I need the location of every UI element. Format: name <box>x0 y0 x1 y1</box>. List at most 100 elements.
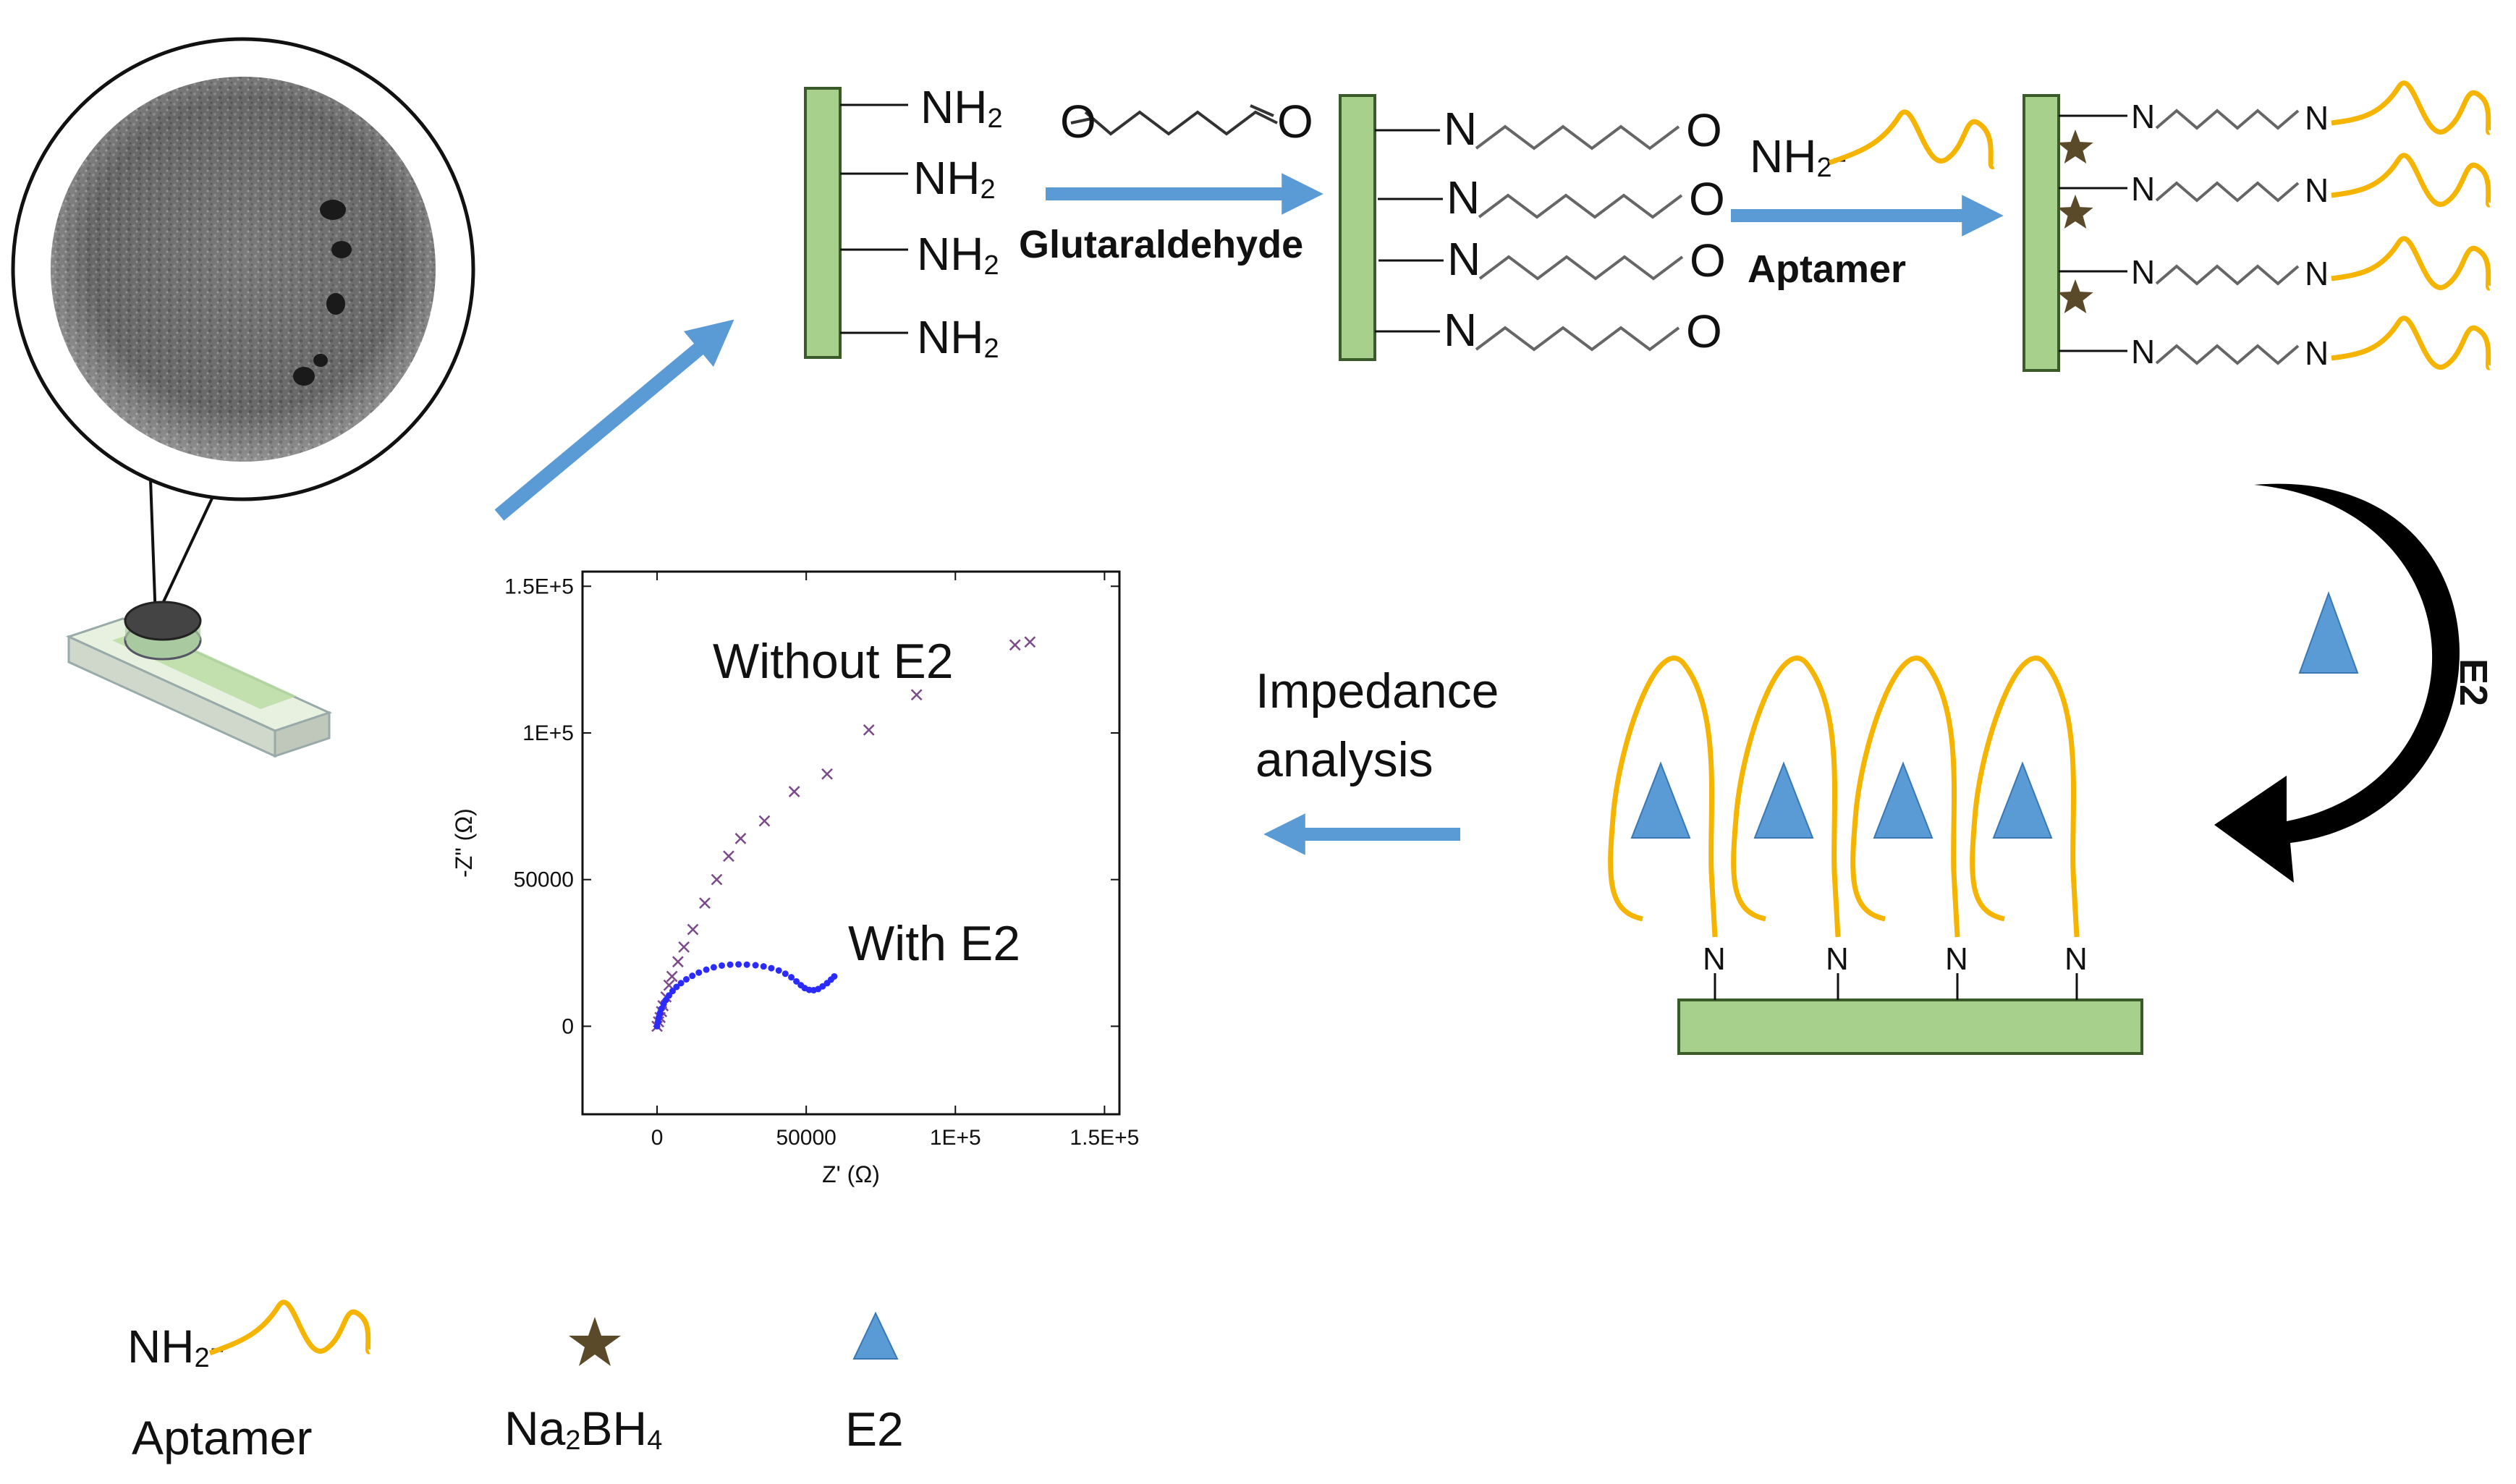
triangle-icon <box>1753 761 1814 839</box>
aptamer-step-label: Aptamer <box>1748 247 1906 291</box>
nh2-label: NH <box>917 311 983 363</box>
e2-step-label: E2 <box>2452 658 2495 706</box>
data-point-without-e2 <box>1024 636 1036 648</box>
aldehyde-surface <box>1339 94 1376 361</box>
folded-aptamer: N <box>1850 656 1968 1000</box>
oxygen-label: O <box>1690 234 1726 287</box>
series-label-with-e2: With E2 <box>848 916 1020 971</box>
plot-frame <box>581 570 1121 1116</box>
data-point-without-e2 <box>672 956 684 968</box>
triangle-icon <box>852 1311 899 1360</box>
series-label-without-e2: Without E2 <box>713 634 954 689</box>
x-tick-label: 1E+5 <box>930 1126 981 1150</box>
data-point-without-e2 <box>734 833 747 844</box>
nitrogen-label: N <box>2305 99 2329 137</box>
nitrogen-label: N <box>2064 941 2088 977</box>
svg-text:NH2: NH2 <box>917 311 999 364</box>
triangle-icon <box>1873 761 1933 839</box>
star-icon <box>2057 195 2093 229</box>
glutaraldehyde-molecule <box>1070 104 1278 136</box>
data-point-without-e2 <box>723 850 734 862</box>
svg-text:NH2: NH2 <box>913 152 996 205</box>
data-point-without-e2 <box>666 970 678 983</box>
data-point-without-e2 <box>678 941 690 953</box>
impedance-label-line2: analysis <box>1255 732 1433 787</box>
process-arrow-1 <box>494 319 734 521</box>
nitrogen-label: N <box>1826 941 1849 977</box>
oxygen-label: O <box>1686 104 1722 156</box>
data-point-without-e2 <box>687 923 699 936</box>
star-icon <box>2057 130 2093 164</box>
data-point-with-e2 <box>775 967 782 974</box>
nitrogen-label: N <box>1447 233 1481 285</box>
data-point-with-e2 <box>677 980 685 987</box>
svg-text:NH2: NH2 <box>917 228 999 281</box>
nh2-label: NH <box>917 228 983 280</box>
data-point-with-e2 <box>819 983 826 990</box>
data-point-with-e2 <box>682 976 690 983</box>
data-point-with-e2 <box>735 961 742 968</box>
data-point-without-e2 <box>788 786 800 797</box>
e2-bound-surface <box>1677 998 2143 1055</box>
impedance-label-line1: Impedance <box>1255 663 1499 718</box>
micrograph-image <box>51 77 436 462</box>
aptamer-strand <box>1970 656 2080 938</box>
data-point-with-e2 <box>743 961 750 968</box>
svg-text:NH2-: NH2- <box>127 1320 225 1373</box>
data-point-with-e2 <box>703 966 710 973</box>
y-tick-label: 1.5E+5 <box>504 574 574 598</box>
folded-aptamer: N <box>1970 656 2088 1000</box>
data-point-with-e2 <box>788 974 795 981</box>
nitrogen-label: N <box>2131 253 2155 291</box>
legend-aptamer-nh2: NH <box>127 1320 194 1373</box>
sensor-chip-icon <box>65 601 333 758</box>
nh2-label: NH <box>913 152 980 204</box>
data-point-with-e2 <box>669 988 676 995</box>
nitrogen-label: N <box>1444 304 1477 356</box>
triangle-icon <box>2298 591 2359 674</box>
data-point-with-e2 <box>695 969 703 976</box>
data-point-without-e2 <box>910 689 923 701</box>
nitrogen-label: N <box>1703 941 1726 977</box>
data-point-without-e2 <box>1009 639 1021 651</box>
aptamer-wave-icon <box>208 1299 372 1356</box>
legend-na2bh4: Na <box>504 1402 566 1455</box>
data-point-without-e2 <box>699 897 711 909</box>
nitrogen-label: N <box>1447 171 1480 224</box>
oxygen-label: O <box>1686 305 1722 357</box>
nitrogen-label: N <box>1444 103 1477 155</box>
data-point-with-e2 <box>768 964 775 972</box>
legend: NH2- Aptamer Na2BH4 E2 <box>127 1299 904 1464</box>
nitrogen-label: N <box>2131 98 2155 135</box>
aptamer-strand <box>1608 656 1718 938</box>
x-tick-label: 50000 <box>776 1126 836 1150</box>
aptamer-nh2: NH <box>1750 130 1816 182</box>
data-point-with-e2 <box>710 964 717 971</box>
triangle-icon <box>1992 761 2053 839</box>
aptamer-strand <box>1850 656 1960 938</box>
x-tick-label: 1.5E+5 <box>1069 1126 1139 1150</box>
nitrogen-label: N <box>2305 334 2329 372</box>
aptamer-wave-icon <box>2331 153 2492 208</box>
data-point-with-e2 <box>666 992 673 999</box>
star-icon <box>2057 279 2093 313</box>
y-tick-label: 50000 <box>514 868 574 892</box>
aptamer-wave-icon <box>1828 109 1995 169</box>
x-tick-label: 0 <box>651 1126 664 1150</box>
aldehyde-o-right: O <box>1277 96 1313 148</box>
data-point-without-e2 <box>758 815 771 827</box>
nitrogen-label: N <box>2305 255 2329 292</box>
svg-text:Na2BH4: Na2BH4 <box>504 1402 662 1456</box>
e2-binding-arrow <box>2214 483 2460 883</box>
nitrogen-label: N <box>2131 170 2155 208</box>
legend-aptamer-label: Aptamer <box>132 1411 312 1464</box>
